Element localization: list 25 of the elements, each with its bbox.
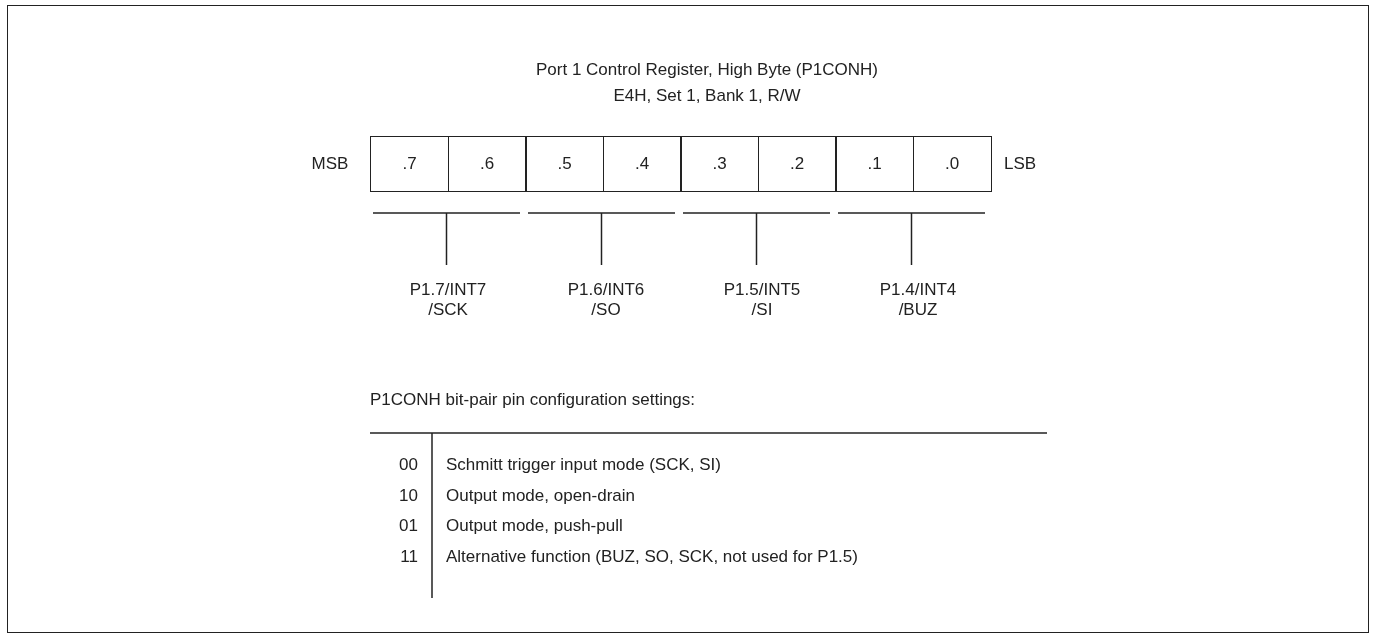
table-cell-text: Schmitt trigger input mode (SCK, SI): [446, 455, 722, 475]
register-bit-cell: .4: [602, 136, 682, 192]
table-cell-text: 11: [399, 546, 418, 567]
msb-label: MSB: [310, 154, 350, 174]
pin-label: P1.6/INT6 /SO: [566, 280, 646, 320]
register-bit-cell: .5: [525, 136, 604, 192]
pin-label: P1.5/INT5 /SI: [722, 280, 802, 320]
table-cell-text: 01: [398, 516, 418, 536]
pin-label: P1.4/INT4 /BUZ: [878, 280, 958, 320]
register-subtitle: E4H, Set 1, Bank 1, R/W: [612, 86, 802, 106]
table-heading: P1CONH bit-pair pin configuration settings:: [370, 390, 697, 410]
register-bit-cell: .7: [370, 136, 449, 192]
lsb-label: LSB: [1002, 154, 1038, 174]
pin-label: P1.7/INT7 /SCK: [408, 280, 488, 320]
table-cell-text: 10: [398, 485, 418, 506]
register-bit-cell: .1: [835, 136, 914, 192]
register-bit-cell: .6: [447, 136, 527, 192]
table-cell-text: 00: [398, 455, 418, 475]
table-cell-text: Output mode, open-drain: [446, 485, 636, 506]
table-cell-text: Alternative function (BUZ, SO, SCK, not used for P1.5): [446, 546, 859, 567]
diagram-title: Port 1 Control Register, High Byte (P1CONH): [535, 60, 879, 80]
table-cell-text: Output mode, push-pull: [446, 516, 624, 536]
register-bit-cell: .3: [680, 136, 759, 192]
register-bit-cell: .2: [757, 136, 837, 192]
register-bit-cell: .0: [912, 136, 992, 192]
